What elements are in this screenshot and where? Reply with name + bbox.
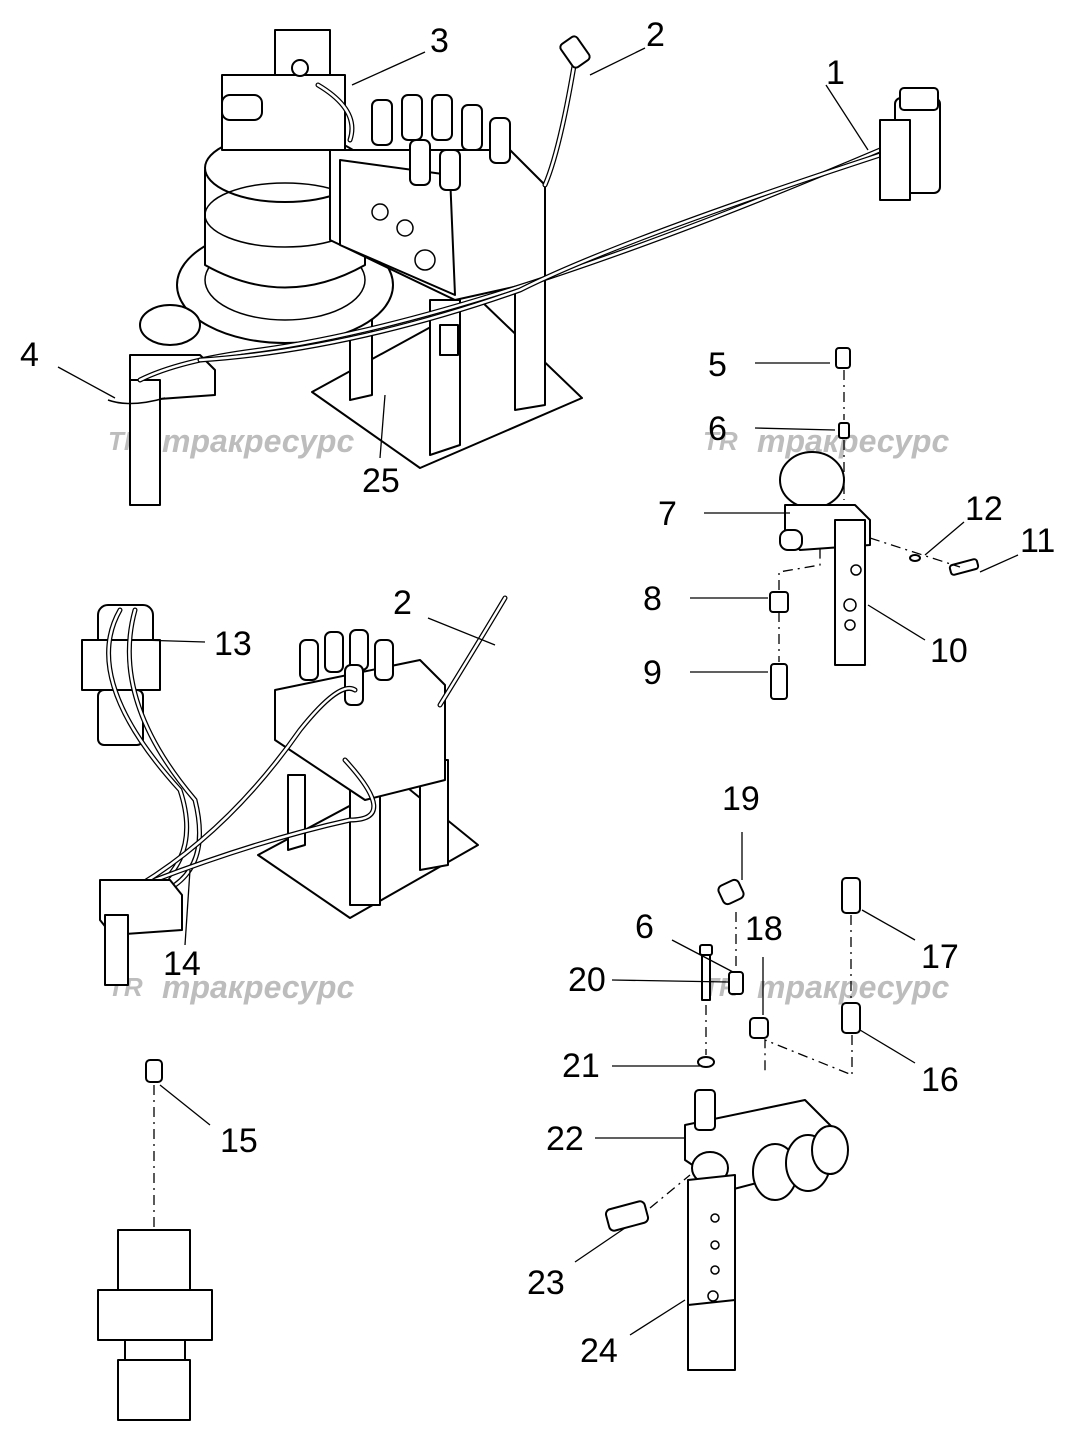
accumulator-exploded — [769, 347, 980, 700]
mid-assembly — [81, 595, 508, 986]
leader-lines — [57, 47, 1019, 1336]
oring-21 — [697, 1056, 715, 1068]
callout-16: 16 — [921, 1061, 959, 1099]
stand-leg — [429, 299, 461, 456]
mounting-bracket — [129, 379, 161, 506]
svg-text:тракресурс: тракресурс — [757, 969, 949, 1005]
fitting-20 — [728, 971, 744, 995]
callout-12: 12 — [965, 490, 1003, 528]
valve-spools — [371, 94, 511, 191]
fitting-23 — [604, 1200, 650, 1232]
callout-20: 20 — [568, 961, 606, 999]
callout-13: 13 — [214, 625, 252, 663]
callout-14: 14 — [163, 945, 201, 983]
callout-7: 7 — [658, 495, 677, 533]
svg-text:тракресурс: тракресурс — [162, 969, 354, 1005]
callout-9: 9 — [643, 654, 662, 692]
top-assembly — [107, 29, 941, 506]
callout-6-bottom: 6 — [635, 908, 654, 946]
plug-18 — [749, 1017, 769, 1039]
elbow-19 — [717, 878, 745, 906]
accumulator — [139, 304, 201, 346]
bolt-11 — [948, 558, 980, 576]
switch-16 — [841, 1002, 861, 1034]
fitting-8 — [769, 591, 789, 613]
callout-3: 3 — [430, 22, 449, 60]
callout-23: 23 — [527, 1264, 565, 1302]
callout-labels: 1 2 3 4 25 5 6 7 12 11 8 10 9 2 13 14 19… — [20, 16, 1055, 1370]
callout-25: 25 — [362, 462, 400, 500]
callout-5: 5 — [708, 346, 727, 384]
watermark-top-left: TR тракресурс — [108, 423, 354, 459]
callout-10: 10 — [930, 632, 968, 670]
solenoid-exploded — [604, 877, 861, 1371]
stand-bracket — [439, 324, 459, 356]
callout-15: 15 — [220, 1122, 258, 1160]
callout-8: 8 — [643, 580, 662, 618]
swivel-joint-15-assembly — [97, 1059, 213, 1421]
callout-4: 4 — [20, 336, 39, 374]
callout-19: 19 — [722, 780, 760, 818]
callout-17: 17 — [921, 938, 959, 976]
fitting-5 — [835, 347, 851, 369]
callout-6-top: 6 — [708, 410, 727, 448]
svg-text:TR: TR — [703, 426, 738, 456]
bracket-10 — [834, 519, 866, 666]
sensor-17 — [841, 877, 861, 914]
callout-11: 11 — [1020, 522, 1055, 560]
callout-24: 24 — [580, 1332, 618, 1370]
watermark-top-right: TR тракресурс — [703, 423, 949, 459]
mid-control-valve — [274, 659, 446, 801]
watermark-mid-left: TR тракресурс — [108, 969, 354, 1005]
fitting-15 — [145, 1059, 163, 1083]
washer-12 — [909, 554, 921, 562]
svg-text:тракресурс: тракресурс — [162, 423, 354, 459]
callout-21: 21 — [562, 1047, 600, 1085]
callout-2-mid: 2 — [393, 584, 412, 622]
callout-2: 2 — [646, 16, 665, 54]
callout-1: 1 — [826, 54, 845, 92]
fitting-6 — [838, 422, 850, 439]
fitting-9 — [770, 663, 788, 700]
callout-18: 18 — [745, 910, 783, 948]
accumulator-7 — [779, 451, 845, 509]
callout-22: 22 — [546, 1120, 584, 1158]
